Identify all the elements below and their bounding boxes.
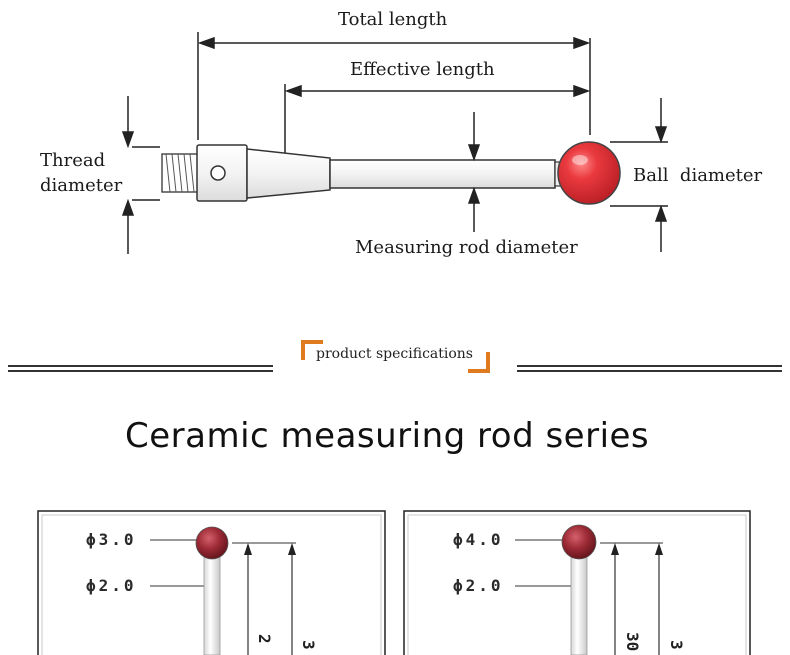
measuring-rod xyxy=(329,159,556,189)
thread-stud xyxy=(161,153,199,193)
card1-length-b: 3 xyxy=(299,640,318,650)
bracket-top-left xyxy=(301,340,323,360)
ruby-ball xyxy=(195,526,229,560)
card1-rod-diameter: ϕ2.0 xyxy=(86,576,137,595)
ruby-ball xyxy=(561,524,597,560)
thread-diameter-label-line1: Thread xyxy=(40,150,106,171)
effective-length-label: Effective length xyxy=(350,59,495,80)
total-length-label: Total length xyxy=(338,9,448,30)
bracket-bottom-right xyxy=(468,352,490,373)
card1-ball-diameter: ϕ3.0 xyxy=(86,530,137,549)
card2-rod-diameter: ϕ2.0 xyxy=(453,576,504,595)
card2-length-a: 30 xyxy=(623,632,642,652)
spec-card-2 xyxy=(403,510,751,655)
ball-diameter-dimension xyxy=(610,98,668,252)
card1-length-a: 2 xyxy=(255,634,274,644)
collar xyxy=(196,144,248,202)
section-divider xyxy=(8,340,782,373)
section-header: product specifications xyxy=(316,346,473,362)
ceramic-rod xyxy=(203,552,221,655)
measuring-rod-diameter-label: Measuring rod diameter xyxy=(355,237,578,258)
taper xyxy=(246,148,331,199)
card2-length-b: 3 xyxy=(667,640,686,650)
total-length-dimension xyxy=(197,32,591,140)
card2-ball-diameter: ϕ4.0 xyxy=(453,530,504,549)
ruby-ball xyxy=(557,141,621,205)
probe-schematic xyxy=(121,32,668,254)
thread-diameter-dimension xyxy=(121,96,160,254)
ceramic-rod xyxy=(570,552,588,655)
rod-diameter-dimension xyxy=(467,112,481,232)
thread-diameter-label-line2: diameter xyxy=(40,175,123,196)
series-title: Ceramic measuring rod series xyxy=(125,416,650,456)
spec-card-1 xyxy=(37,510,386,655)
effective-length-dimension xyxy=(284,84,591,185)
ball-diameter-label: Ball diameter xyxy=(633,165,763,186)
